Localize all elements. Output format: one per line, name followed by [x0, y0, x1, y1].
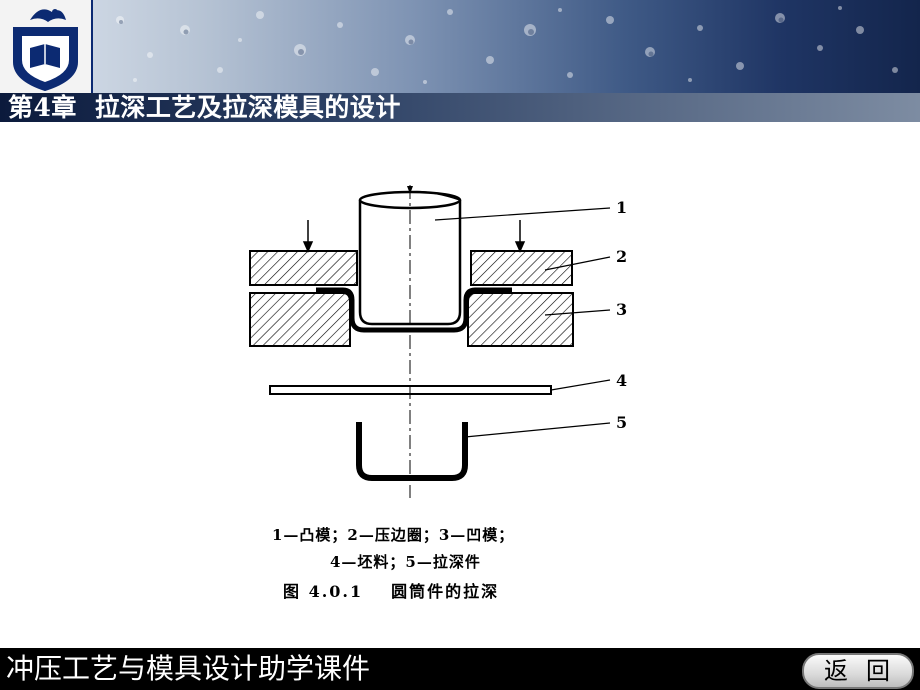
part-label-1: 1 — [616, 198, 627, 217]
water-drops-background — [116, 6, 898, 84]
blank-holder — [249, 250, 573, 286]
leader-lines — [434, 207, 611, 438]
header-banner — [0, 0, 920, 93]
figure-title-text: 圆筒件的拉深 — [391, 582, 500, 601]
chapter-name: 拉深工艺及拉深模具的设计 — [94, 93, 401, 122]
part-label-2: 2 — [616, 247, 627, 266]
workpiece-in-die — [316, 287, 512, 333]
university-crest-icon — [13, 9, 78, 92]
back-button[interactable]: 返回 — [802, 653, 914, 689]
title-bar — [0, 93, 920, 122]
chapter-title: 第4章拉深工艺及拉深模具的设计 — [8, 93, 401, 122]
figure-legend-line2: 4—坯料；5—拉深件 — [330, 553, 481, 571]
figure-number: 图 4.0.1 — [283, 582, 364, 601]
die — [249, 292, 574, 347]
course-title: 冲压工艺与模具设计助学课件 — [6, 652, 371, 685]
deep-drawing-diagram: 1 2 3 4 5 — [249, 185, 627, 498]
part-label-4: 4 — [616, 371, 627, 390]
chapter-number: 第4章 — [8, 93, 77, 122]
drawn-cup — [356, 422, 468, 481]
footer-bar — [0, 648, 920, 690]
figure-title: 图 4.0.1 圆筒件的拉深 — [283, 578, 499, 602]
figure-legend-line1: 1—凸模；2—压边圈；3—凹模； — [272, 526, 515, 544]
university-logo — [0, 0, 93, 93]
part-label-5: 5 — [616, 413, 627, 432]
part-label-3: 3 — [616, 300, 627, 319]
force-arrows — [302, 220, 526, 253]
